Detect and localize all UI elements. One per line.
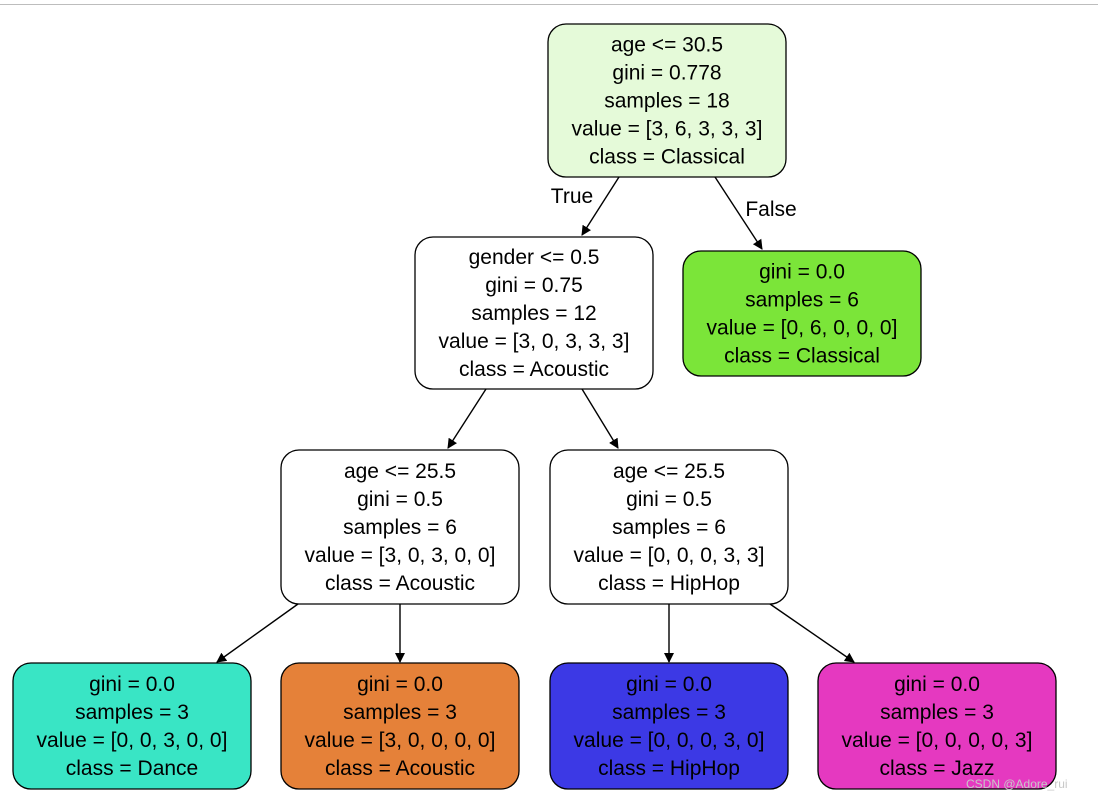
node-line: gini = 0.0 — [894, 673, 980, 696]
node-line: value = [3, 0, 0, 0, 0] — [305, 729, 496, 752]
edge-n4-n8 — [769, 603, 855, 663]
node-box — [414, 236, 654, 390]
node-line: value = [0, 0, 3, 0, 0] — [37, 729, 228, 752]
tree-node-n7: gini = 0.0 samples = 3 value = [0, 0, 0, 3… — [549, 662, 789, 790]
node-box — [549, 449, 789, 605]
node-line: age <= 30.5 — [611, 34, 723, 57]
node-line: samples = 3 — [880, 701, 994, 724]
node-line: samples = 6 — [612, 516, 726, 539]
tree-node-n6: gini = 0.0 samples = 3 value = [3, 0, 0, 0… — [280, 662, 520, 790]
edge-n1-n4 — [581, 388, 619, 449]
node-line: class = HipHop — [598, 757, 740, 780]
node-line: samples = 6 — [343, 516, 457, 539]
tree-node-n8: gini = 0.0 samples = 3 value = [0, 0, 0, 0… — [817, 662, 1057, 790]
node-line: samples = 12 — [471, 302, 597, 325]
tree-node-n2: gini = 0.0 samples = 6 value = [0, 6, 0, 0… — [682, 250, 922, 377]
node-line: value = [0, 6, 0, 0, 0] — [707, 317, 898, 340]
node-line: gini = 0.0 — [89, 673, 175, 696]
edge-n3-n5 — [216, 603, 299, 663]
tree-node-n1: gender <= 0.5 gini = 0.75 samples = 12 valu… — [414, 236, 654, 390]
node-line: class = Acoustic — [459, 358, 609, 381]
edge-label-true: True — [551, 185, 593, 208]
node-box — [280, 449, 520, 605]
node-line: class = Classical — [589, 146, 745, 169]
node-line: samples = 18 — [604, 90, 730, 113]
node-line: age <= 25.5 — [344, 460, 456, 483]
node-line: gini = 0.0 — [357, 673, 443, 696]
node-line: class = Acoustic — [325, 572, 475, 595]
node-line: class = HipHop — [598, 572, 740, 595]
node-line: class = Classical — [724, 345, 880, 368]
node-line: age <= 25.5 — [613, 460, 725, 483]
top-rule — [0, 4, 1098, 5]
node-box — [547, 23, 787, 178]
node-line: gini = 0.75 — [485, 274, 583, 297]
node-line: value = [0, 0, 0, 3, 3] — [574, 544, 765, 567]
node-line: samples = 3 — [343, 701, 457, 724]
node-line: gini = 0.778 — [612, 62, 721, 85]
node-box — [549, 662, 789, 790]
edge-n0-n2 — [714, 176, 763, 250]
node-box — [817, 662, 1057, 790]
node-box — [12, 662, 252, 790]
nodes-layer: age <= 30.5 gini = 0.778 samples = 18 value… — [12, 23, 1057, 790]
node-box — [280, 662, 520, 790]
node-line: gini = 0.0 — [759, 261, 845, 284]
node-line: class = Acoustic — [325, 757, 475, 780]
tree-node-n5: gini = 0.0 samples = 3 value = [0, 0, 3, 0… — [12, 662, 252, 790]
node-line: gini = 0.0 — [626, 673, 712, 696]
edge-n0-n1 — [581, 176, 620, 236]
edge-n1-n3 — [447, 388, 487, 449]
watermark: CSDN @Adore_rui — [966, 777, 1068, 791]
node-line: value = [3, 6, 3, 3, 3] — [572, 118, 763, 141]
node-line: gini = 0.5 — [626, 488, 712, 511]
node-line: gini = 0.5 — [357, 488, 443, 511]
tree-node-n3: age <= 25.5 gini = 0.5 samples = 6 value = … — [280, 449, 520, 605]
node-line: value = [0, 0, 0, 0, 3] — [842, 729, 1033, 752]
node-line: value = [0, 0, 0, 3, 0] — [574, 729, 765, 752]
node-line: samples = 3 — [612, 701, 726, 724]
node-box — [682, 250, 922, 377]
node-line: class = Jazz — [880, 757, 995, 780]
tree-node-n4: age <= 25.5 gini = 0.5 samples = 6 value = … — [549, 449, 789, 605]
node-line: value = [3, 0, 3, 0, 0] — [305, 544, 496, 567]
node-line: value = [3, 0, 3, 3, 3] — [439, 330, 630, 353]
node-line: samples = 6 — [745, 289, 859, 312]
node-line: samples = 3 — [75, 701, 189, 724]
node-line: gender <= 0.5 — [469, 246, 600, 269]
edge-label-false: False — [745, 198, 796, 221]
node-line: class = Dance — [66, 757, 198, 780]
tree-node-n0: age <= 30.5 gini = 0.778 samples = 18 value… — [547, 23, 787, 178]
